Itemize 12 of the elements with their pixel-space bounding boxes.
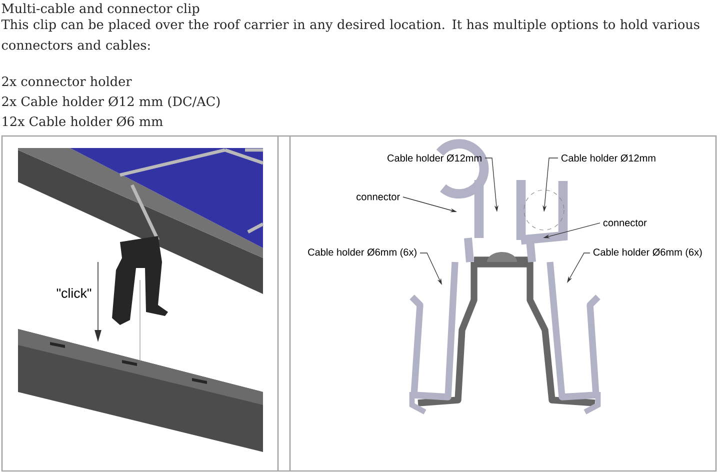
callout-label: Cable holder Ø12mm — [388, 154, 482, 162]
callout-label: Cable holder Ø12mm — [561, 154, 656, 162]
callout-label: connector — [356, 194, 400, 200]
callout-label: Cable holder Ø6mm (6x) — [308, 248, 416, 258]
callout-label: connector — [603, 220, 647, 226]
click-label: "click" — [56, 288, 92, 298]
title: Multi-cable and connector clip — [2, 3, 200, 16]
callout-label: Cable holder Ø6mm (6x) — [593, 248, 702, 258]
list-item: 12x Cable holder Ø6 mm — [2, 116, 163, 126]
list-item: 2x connector holder — [2, 76, 132, 86]
list-item: 2x Cable holder Ø12 mm (DC/AC) — [2, 96, 220, 108]
description: This clip can be placed over the roof carrier in any desired location. It has multiple options to hold various connectors and cables: — [1, 19, 700, 50]
